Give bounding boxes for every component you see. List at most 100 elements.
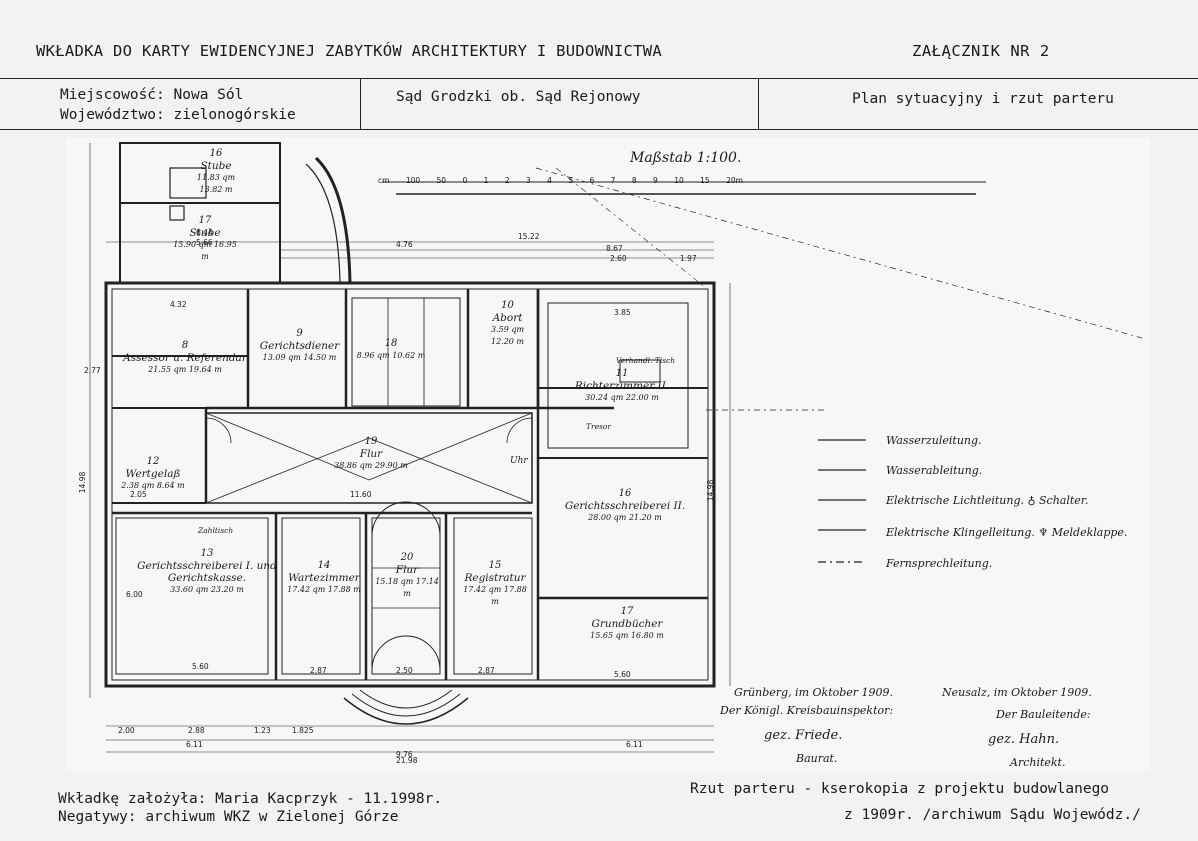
room-name: Stube: [200, 160, 232, 172]
voivodeship-value: zielonogórskie: [173, 107, 296, 123]
room-number: 14: [317, 560, 331, 571]
room-name: Gerichtsschreiberei II.: [564, 500, 686, 512]
room-number: 15: [488, 560, 502, 571]
dimension-label: 5.60: [614, 670, 631, 679]
room-name: Abort: [492, 312, 523, 324]
dimension-label: 9.76: [396, 750, 413, 759]
scale-ticks: cm 100 50 0 1 2 3 4 5 6 7 8 9 10 15 20m: [378, 176, 743, 185]
dimension-label: 2.87: [478, 666, 495, 675]
room-area: 17.42 qm 17.88 m: [463, 585, 527, 606]
annex-label: ZAŁĄCZNIK NR 2: [912, 42, 1050, 60]
furniture-label: Zahltisch: [198, 526, 234, 535]
legend-electric-light: Elektrische Lichtleitung. ♁ Schalter.: [886, 494, 1089, 507]
dimension-label: 2.87: [310, 666, 327, 675]
scale-tick: 2: [504, 176, 510, 185]
room-area: 13.09 qm 14.50 m: [262, 353, 337, 362]
furniture-label: Verhandl. Tisch: [616, 356, 676, 365]
dimension-label: 2.77: [84, 366, 101, 375]
room-area: 8.96 qm 10.62 m: [356, 351, 426, 360]
room-name: Registratur: [464, 572, 526, 584]
dimension-label: 2.60: [610, 254, 627, 263]
floor-plan: [66, 138, 1150, 772]
room-number: 18: [384, 338, 398, 349]
signature-title: Architekt.: [1010, 756, 1066, 769]
info-divider: [758, 79, 759, 129]
clock-label: Uhr: [510, 456, 528, 466]
room-name: Gerichtsschreiberei I. und Gerichtskasse…: [137, 560, 277, 584]
scale-tick: 5: [568, 176, 574, 185]
room-area: 33.60 qm 23.20 m: [170, 585, 244, 594]
room-name: Flur: [395, 564, 419, 576]
scale-label: Maßstab 1:100.: [630, 150, 742, 166]
scale-tick: 7: [610, 176, 616, 185]
dimension-label: 6.44: [196, 228, 213, 237]
room-label: 18 8.96 qm 10.62 m: [356, 338, 426, 362]
scale-tick: 0: [462, 176, 468, 185]
dimension-label: 2.88: [188, 726, 205, 735]
signature-title: Baurat.: [796, 752, 838, 765]
building-name: Sąd Grodzki ob. Sąd Rejonowy: [396, 89, 641, 105]
room-area: 2.38 qm 8.64 m: [121, 481, 185, 490]
scale-tick: cm 100: [378, 176, 421, 185]
signature-office: Der Bauleitende:: [996, 708, 1091, 721]
dimension-label: 11.60: [350, 490, 372, 499]
room-number: 20: [400, 552, 414, 563]
room-area: 3.59 qm 12.20 m: [490, 325, 525, 346]
signature-place-date: Grünberg, im Oktober 1909.: [734, 686, 894, 699]
room-area: 30.24 qm 22.00 m: [585, 393, 659, 402]
room-area: 17.42 qm 17.88 m: [287, 585, 361, 594]
dimension-label: 5.66: [196, 238, 213, 247]
scale-tick: 15: [700, 176, 710, 185]
floor-plan-drawing: [89, 142, 1143, 753]
footer-negatives: Negatywy: archiwum WKZ w Zielonej Górze: [58, 808, 398, 826]
room-number: 11: [615, 368, 629, 379]
footer-made-by: Wkładkę założyła: Maria Kacprzyk - 11.19…: [58, 790, 442, 808]
room-number: 10: [501, 300, 514, 311]
room-name: Wartezimmer: [288, 572, 360, 584]
room-area: 15.90 qm 16.95 m: [173, 240, 237, 261]
dimension-label: 15.22: [518, 232, 540, 241]
info-row: Miejscowość: Nowa Sól Województwo: zielo…: [0, 78, 1198, 130]
room-name: Assessor u. Referendar: [123, 352, 247, 364]
scale-tick: 10: [674, 176, 684, 185]
dimension-label: 5.60: [192, 662, 209, 671]
info-divider: [360, 79, 361, 129]
room-name: Wertgelaß: [125, 468, 181, 480]
annex-wall: [119, 142, 281, 284]
made-by-value: Maria Kacprzyk - 11.1998r.: [215, 791, 443, 807]
legend-telephone: Fernsprechleitung.: [886, 557, 993, 570]
locality-value: Nowa Sól: [173, 87, 244, 103]
room-name: Grundbücher: [591, 618, 663, 630]
dimension-label: 6.11: [186, 740, 203, 749]
document-title: WKŁADKA DO KARTY EWIDENCYJNEJ ZABYTKÓW A…: [36, 42, 663, 60]
room-area: 15.18 qm 17.14 m: [375, 577, 439, 598]
dimension-label: 14.98: [706, 479, 716, 502]
room-area: 15.65 qm 16.80 m: [590, 631, 664, 640]
room-number: 13: [200, 548, 214, 559]
dimension-label: 6.11: [626, 740, 643, 749]
room-number: 16: [618, 488, 632, 499]
legend-water-drain: Wasserableitung.: [886, 464, 983, 477]
dimension-label: 14.98: [78, 471, 88, 494]
scale-tick: 9: [653, 176, 658, 185]
room-number: 19: [364, 436, 378, 447]
scale-tick: 6: [589, 176, 595, 185]
footer-note-line2: z 1909r. /archiwum Sądu Wojewódz./: [844, 807, 1141, 823]
dimension-label: 3.85: [614, 308, 631, 317]
dimension-label: 2.50: [396, 666, 413, 675]
negatives-label: Negatywy:: [58, 809, 137, 825]
room-number: 16: [209, 148, 223, 159]
legend-electric-bell: Elektrische Klingelleitung. ♆ Meldeklapp…: [886, 526, 1128, 539]
furniture-label: Tresor: [586, 422, 611, 431]
dimension-label: 1.97: [680, 254, 697, 263]
dimension-label: 4.76: [396, 240, 413, 249]
